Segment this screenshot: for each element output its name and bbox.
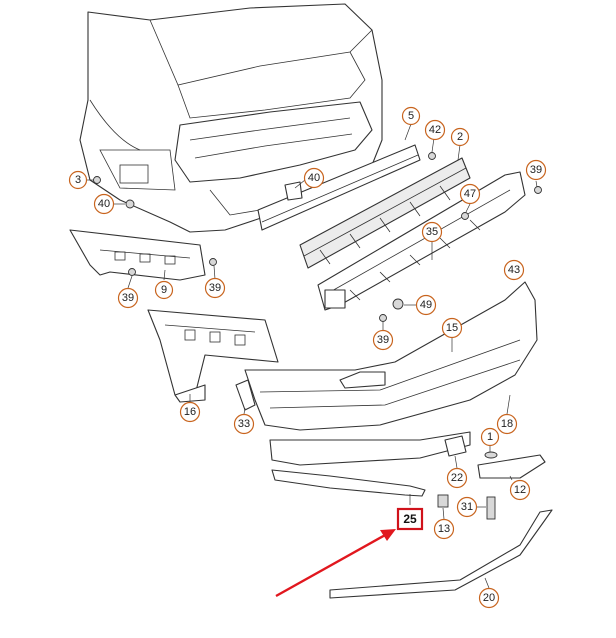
callout-label: 39	[122, 292, 134, 304]
callout-label: 18	[501, 418, 513, 430]
callout-circle	[459, 183, 481, 205]
callout-circle	[478, 587, 500, 609]
callout-circle	[424, 119, 446, 141]
callout-39[interactable]: 39	[525, 159, 547, 181]
leader-lines	[86, 123, 538, 589]
left-guide-16	[147, 309, 279, 403]
callout-label: 39	[530, 164, 542, 176]
clip-22	[444, 435, 467, 457]
callout-circle	[480, 427, 500, 447]
nut-13	[437, 494, 449, 508]
callout-label: 13	[438, 523, 450, 535]
callout-47[interactable]: 47	[459, 183, 481, 205]
callout-circle	[509, 479, 531, 501]
callout-label: 47	[464, 188, 476, 200]
bolt-31	[484, 451, 498, 520]
callout-33[interactable]: 33	[233, 413, 255, 435]
callout-label: 33	[238, 418, 250, 430]
callout-label: 39	[209, 282, 221, 294]
callout-circle	[233, 413, 255, 435]
callout-circle	[421, 221, 443, 243]
trim-piece-33	[235, 379, 256, 411]
callout-label: 43	[508, 264, 520, 276]
callout-39[interactable]: 39	[117, 287, 139, 309]
callout-circle	[93, 193, 115, 215]
callout-12[interactable]: 12	[509, 479, 531, 501]
bumper-carrier	[317, 171, 526, 311]
callout-circle	[154, 280, 174, 300]
callout-label: 40	[98, 198, 110, 210]
highlight-arrow	[275, 529, 396, 598]
callout-39[interactable]: 39	[372, 329, 394, 351]
callout-43[interactable]: 43	[503, 259, 525, 281]
callout-label: 9	[161, 284, 167, 296]
callout-49[interactable]: 49	[415, 294, 437, 316]
callout-18[interactable]: 18	[496, 413, 518, 435]
callout-circle	[503, 259, 525, 281]
callout-label: 3	[75, 174, 81, 186]
callout-35[interactable]: 35	[421, 221, 443, 243]
callout-label: 15	[446, 322, 458, 334]
callout-20[interactable]: 20	[478, 587, 500, 609]
diffuser-trim-20	[329, 509, 553, 599]
callout-15[interactable]: 15	[441, 317, 463, 339]
callout-42[interactable]: 42	[424, 119, 446, 141]
callout-31[interactable]: 31	[456, 496, 478, 518]
callout-label: 40	[308, 172, 320, 184]
highlight-label: 25	[403, 512, 417, 526]
callout-circle	[117, 287, 139, 309]
callout-circle	[303, 167, 325, 189]
callout-circle	[68, 170, 88, 190]
callout-circle	[433, 518, 455, 540]
callout-label: 2	[457, 131, 463, 143]
callout-label: 20	[483, 592, 495, 604]
callout-label: 12	[514, 484, 526, 496]
callout-3[interactable]: 3	[68, 170, 88, 190]
callout-39[interactable]: 39	[204, 277, 226, 299]
callout-label: 31	[461, 501, 473, 513]
callout-circle	[456, 496, 478, 518]
callout-13[interactable]: 13	[433, 518, 455, 540]
bracket-12	[477, 454, 546, 479]
callout-label: 35	[426, 226, 438, 238]
callout-label: 5	[408, 110, 414, 122]
callout-40[interactable]: 40	[93, 193, 115, 215]
callout-circle	[496, 413, 518, 435]
callout-circle	[525, 159, 547, 181]
trim-strip-25	[271, 469, 426, 497]
callout-circle	[415, 294, 437, 316]
callout-5[interactable]: 5	[401, 106, 421, 126]
callout-label: 16	[184, 406, 196, 418]
callout-16[interactable]: 16	[179, 401, 201, 423]
callout-label: 1	[487, 431, 493, 443]
callout-circle	[179, 401, 201, 423]
left-side-guide-9	[69, 229, 206, 281]
callout-label: 22	[451, 472, 463, 484]
impact-bar-upper	[257, 144, 421, 231]
callout-22[interactable]: 22	[446, 467, 468, 489]
bumper-cover-15	[244, 281, 538, 431]
callout-9[interactable]: 9	[154, 280, 174, 300]
callout-circle	[441, 317, 463, 339]
callout-1[interactable]: 1	[480, 427, 500, 447]
bumper-reinforcement	[299, 157, 471, 269]
lower-spoiler	[269, 431, 471, 466]
car-body-rear	[79, 3, 383, 233]
callout-circle	[450, 127, 470, 147]
callout-label: 39	[377, 334, 389, 346]
callout-40[interactable]: 40	[303, 167, 325, 189]
callout-label: 42	[429, 124, 441, 136]
callout-circle	[372, 329, 394, 351]
callouts: 5 42 2 39 3 40 47 40 35 43 39 9 39 49 15 39 16 33 18 1 22 12 3…	[68, 106, 547, 609]
callout-label: 49	[420, 299, 432, 311]
callout-circle	[401, 106, 421, 126]
highlight-callout-25[interactable]: 25	[396, 507, 424, 531]
callout-circle	[204, 277, 226, 299]
callout-circle	[446, 467, 468, 489]
callout-2[interactable]: 2	[450, 127, 470, 147]
